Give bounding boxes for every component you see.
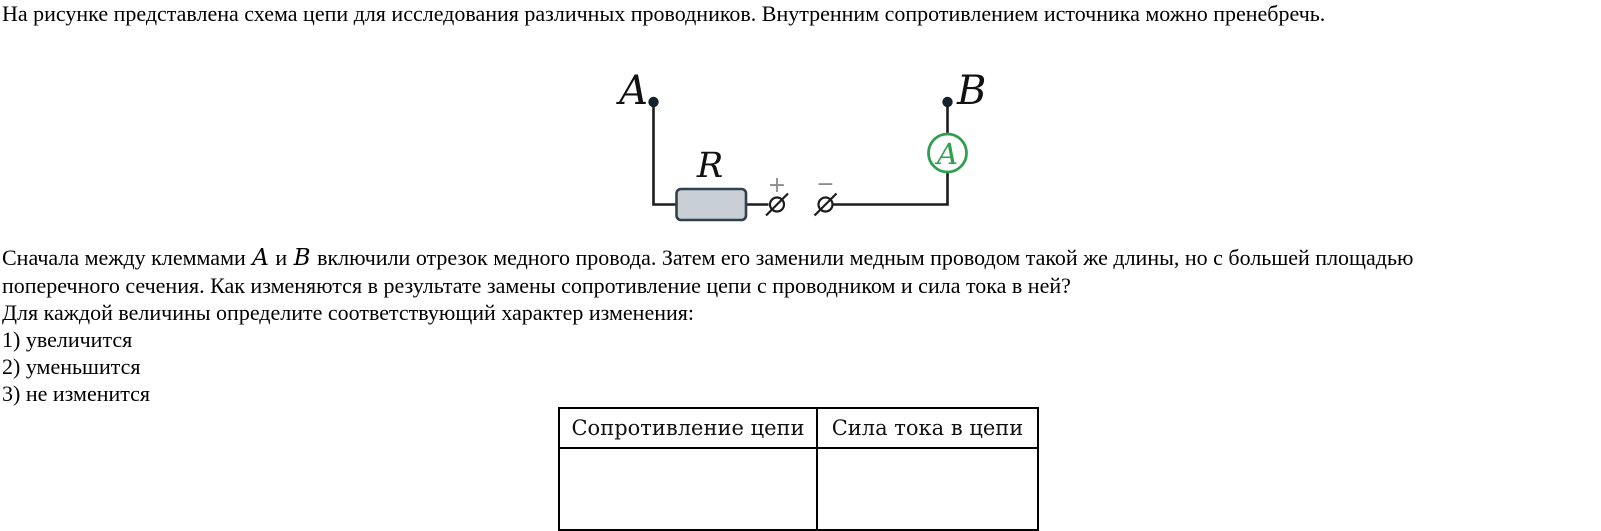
answer-table: Сопротивление цепи Сила тока в цепи: [558, 407, 1039, 531]
minus-sign: −: [816, 172, 834, 197]
wire-left: [652, 102, 678, 206]
problem-text: Сначала между клеммами A и B включили от…: [2, 244, 1600, 407]
answer-table-wrap: Сопротивление цепи Сила тока в цепи: [558, 407, 1039, 531]
terminal-a-ref: A: [252, 245, 269, 271]
answer-table-input-row: [558, 447, 1039, 531]
ammeter-icon: [927, 132, 968, 174]
option-2: 2) уменьшится: [2, 354, 141, 379]
problem-line-1-before: Сначала между клеммами: [2, 245, 252, 270]
option-3: 3) не изменится: [2, 381, 151, 406]
source-terminal-minus-slash: [813, 192, 838, 217]
resistor-label: R: [696, 146, 723, 186]
ammeter-label: A: [934, 137, 958, 171]
circuit-diagram: A R + − A B: [615, 68, 986, 222]
terminal-b-ref: B: [293, 245, 311, 271]
answer-cell-current[interactable]: [816, 447, 1039, 531]
problem-line-3: Для каждой величины определите соответст…: [2, 300, 695, 325]
problem-line-2: поперечного сечения. Как изменяются в ре…: [2, 273, 1071, 298]
header-current: Сила тока в цепи: [816, 407, 1039, 449]
problem-line-1: Сначала между клеммами A и B включили от…: [2, 244, 1600, 272]
terminal-b-dot: [942, 96, 953, 108]
answer-cell-resistance[interactable]: [558, 447, 818, 531]
resistor-body: [676, 189, 746, 220]
terminal-a-label: A: [615, 68, 648, 114]
problem-line-1-mid: и: [269, 245, 293, 270]
answer-table-header-row: Сопротивление цепи Сила тока в цепи: [558, 407, 1039, 449]
resistor-outline: [675, 187, 748, 222]
option-1: 1) увеличится: [2, 327, 133, 352]
plus-sign: +: [768, 173, 786, 198]
header-resistance: Сопротивление цепи: [558, 407, 818, 449]
terminal-b-label: B: [956, 68, 986, 114]
wire-right: [833, 173, 949, 206]
intro-text: На рисунке представлена схема цепи для и…: [2, 1, 1326, 26]
source-terminal-plus-slash: [765, 192, 789, 217]
problem-line-1-after: включили отрезок медного провода. Затем …: [311, 245, 1414, 270]
terminal-a-dot: [648, 96, 659, 108]
